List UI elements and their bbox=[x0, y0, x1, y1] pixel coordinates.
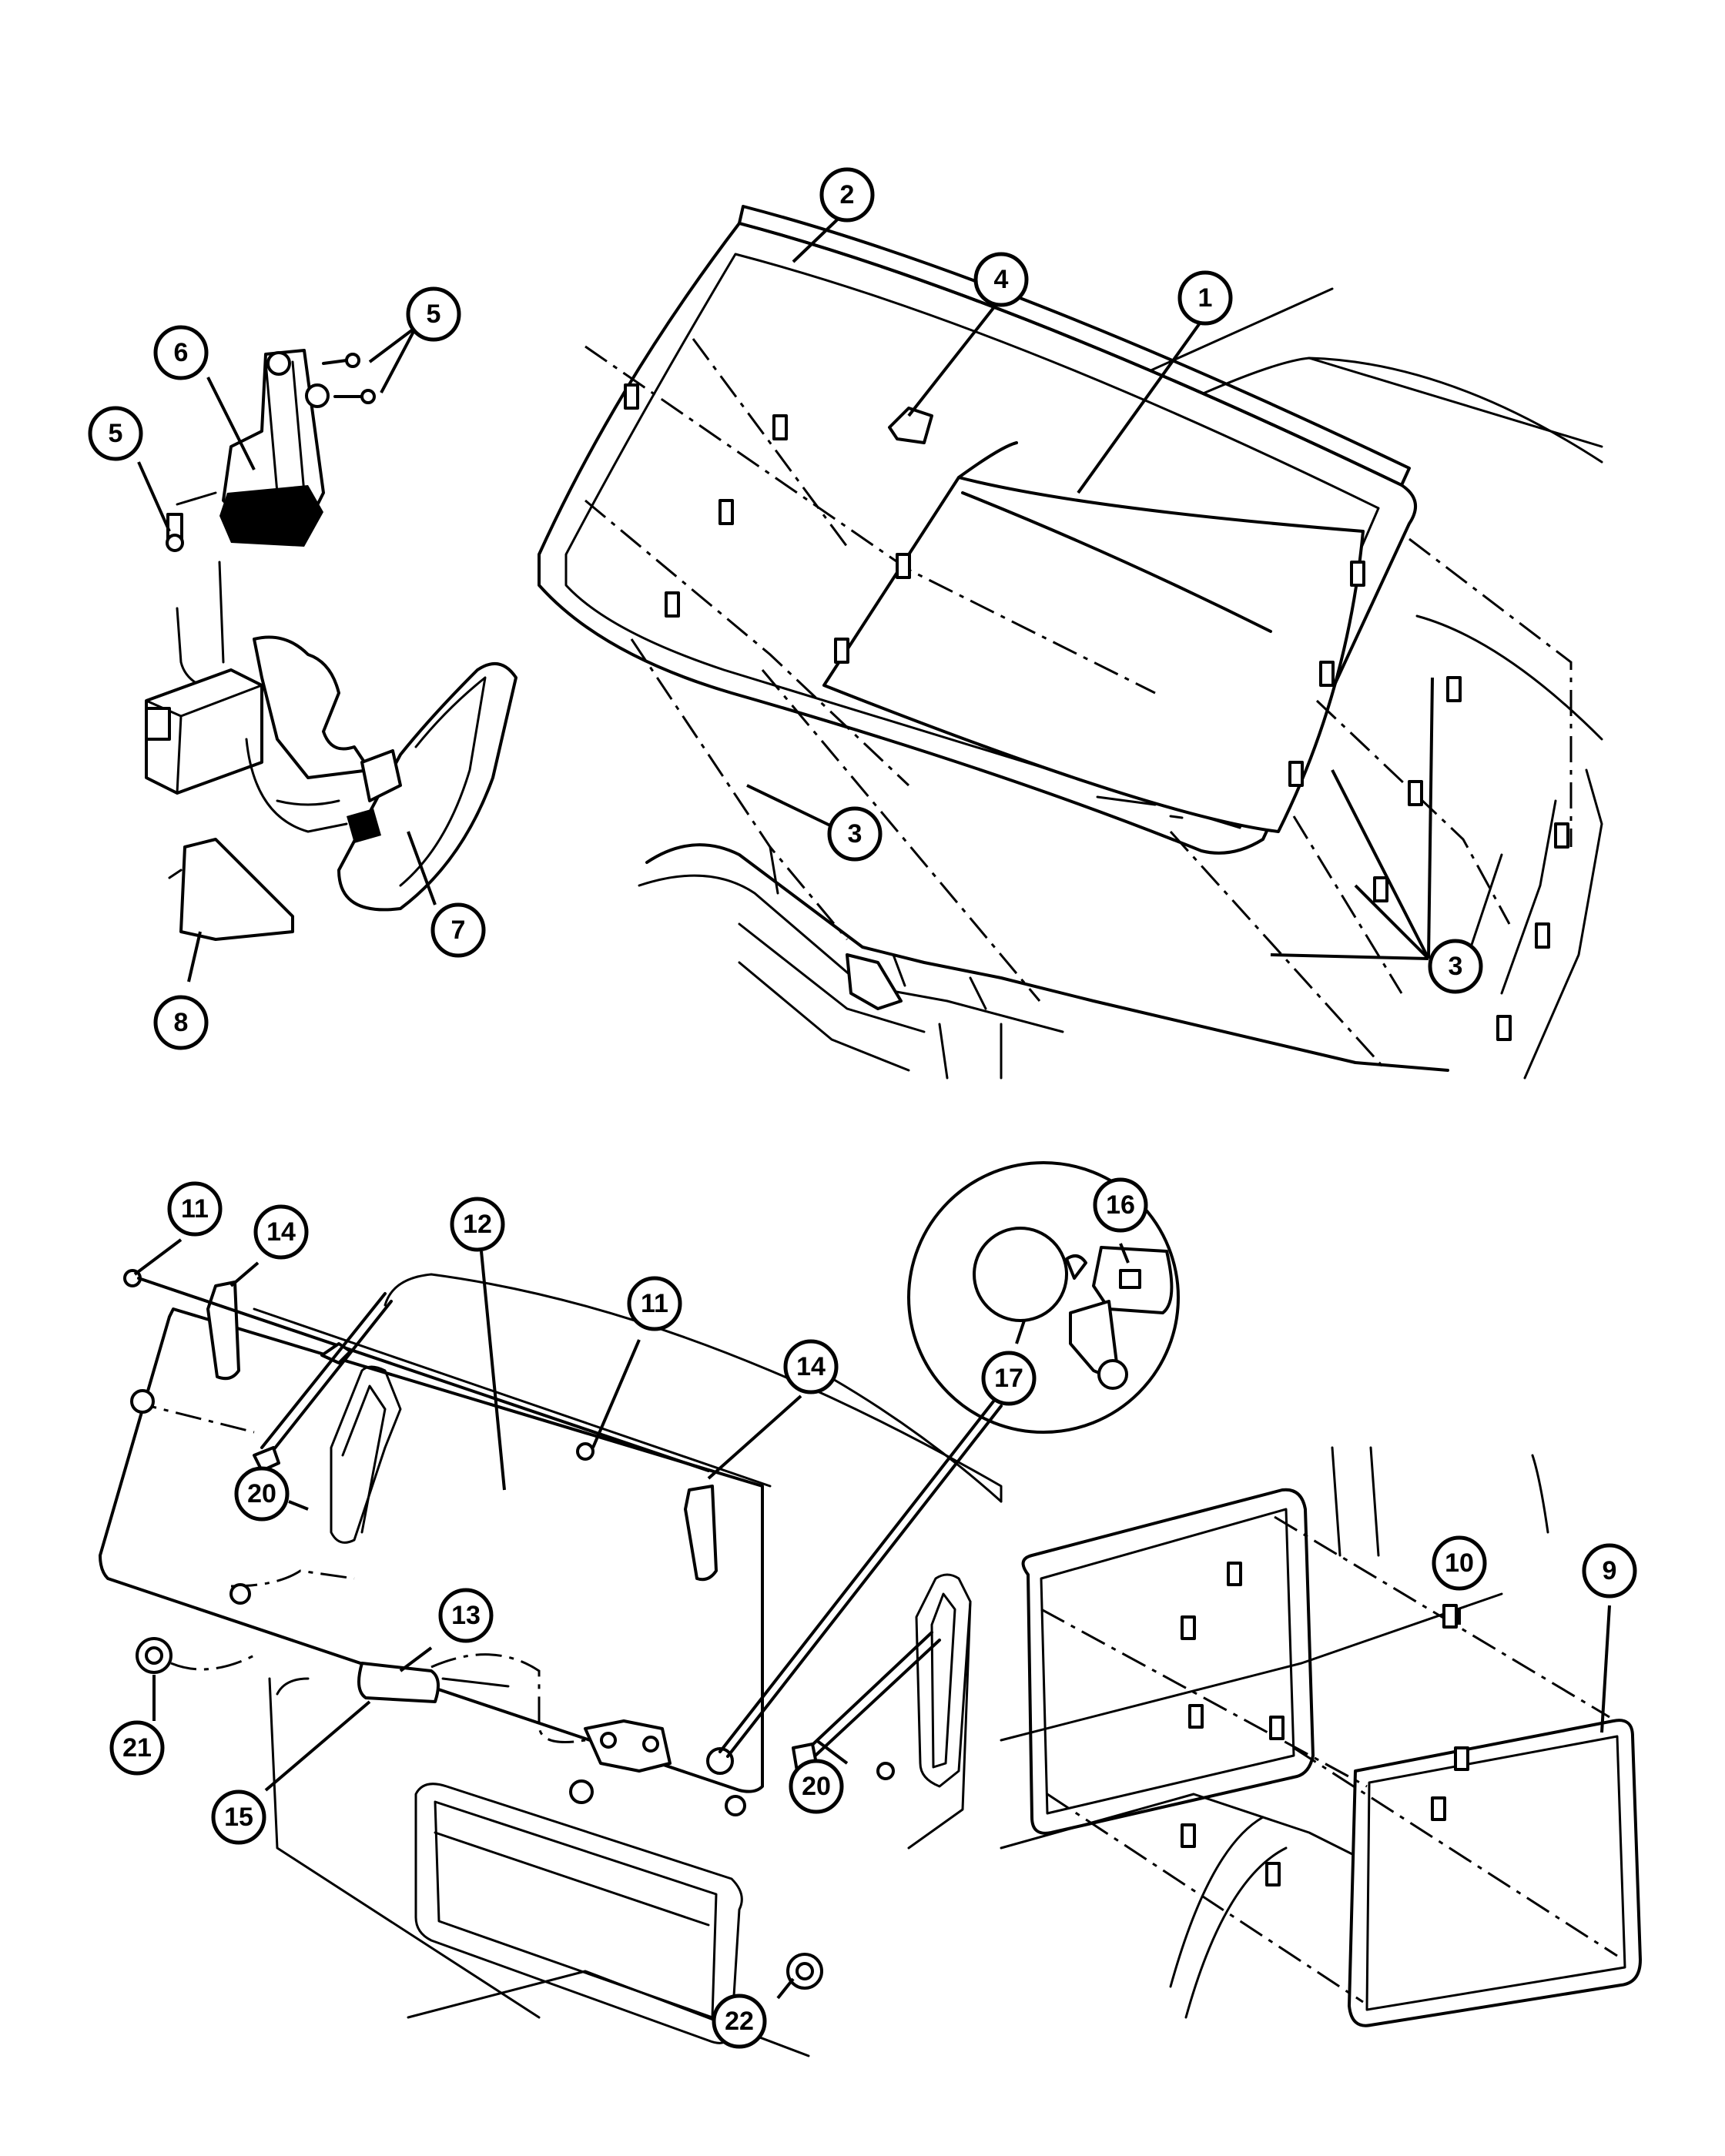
callout-label: 5 bbox=[109, 419, 123, 448]
leader-lines bbox=[133, 209, 1611, 2000]
callout-label: 9 bbox=[1603, 1556, 1617, 1585]
callout-label: 6 bbox=[174, 338, 189, 367]
callout-7: 7 bbox=[430, 902, 486, 958]
callout-label: 4 bbox=[994, 265, 1009, 294]
callout-3-left: 3 bbox=[827, 806, 883, 862]
callout-20-left: 20 bbox=[234, 1466, 290, 1522]
callout-label: 12 bbox=[463, 1210, 492, 1239]
callout-8: 8 bbox=[153, 995, 209, 1050]
callout-label: 16 bbox=[1106, 1190, 1135, 1220]
callout-5-left: 5 bbox=[88, 406, 143, 461]
mirror-mount-bracket bbox=[166, 349, 376, 552]
callout-label: 5 bbox=[427, 300, 441, 329]
callout-label: 21 bbox=[122, 1733, 152, 1763]
callout-label: 20 bbox=[802, 1772, 831, 1801]
callout-6: 6 bbox=[153, 325, 209, 380]
rear-view-mirror-assembly bbox=[145, 561, 518, 941]
callout-14-right: 14 bbox=[783, 1339, 839, 1394]
callout-label: 14 bbox=[266, 1217, 296, 1247]
callout-label: 15 bbox=[224, 1803, 253, 1832]
windshield-assembly bbox=[538, 205, 1603, 1080]
callout-16: 16 bbox=[1093, 1177, 1148, 1233]
callout-11-left: 11 bbox=[167, 1181, 223, 1237]
callout-9: 9 bbox=[1582, 1543, 1637, 1599]
callout-11-center: 11 bbox=[627, 1276, 682, 1331]
callout-4: 4 bbox=[973, 252, 1029, 307]
callout-label: 11 bbox=[641, 1289, 668, 1318]
callout-label: 14 bbox=[796, 1352, 826, 1381]
callout-label: 11 bbox=[181, 1194, 209, 1224]
callout-label: 22 bbox=[725, 2007, 754, 2036]
callout-label: 17 bbox=[994, 1364, 1023, 1393]
callout-21: 21 bbox=[109, 1720, 165, 1776]
callout-label: 10 bbox=[1445, 1548, 1474, 1578]
callout-label: 20 bbox=[247, 1479, 276, 1508]
callout-label: 8 bbox=[174, 1008, 189, 1037]
callout-12: 12 bbox=[450, 1197, 505, 1252]
callout-2: 2 bbox=[819, 167, 875, 223]
callout-label: 7 bbox=[451, 916, 466, 945]
callout-label: 2 bbox=[840, 180, 855, 209]
callout-14-left: 14 bbox=[253, 1204, 309, 1260]
callout-label: 3 bbox=[1449, 952, 1463, 981]
spacer-clips bbox=[624, 383, 1569, 1041]
liftgate-glass-assembly bbox=[99, 1269, 1003, 2057]
callout-15: 15 bbox=[211, 1789, 266, 1845]
callout-label: 13 bbox=[451, 1601, 481, 1630]
callout-13: 13 bbox=[438, 1588, 494, 1643]
callout-20-right: 20 bbox=[789, 1759, 844, 1814]
callout-10: 10 bbox=[1432, 1535, 1487, 1591]
quarter-glass-assembly bbox=[1000, 1446, 1642, 2027]
callout-3-right: 3 bbox=[1428, 939, 1483, 994]
callout-1: 1 bbox=[1177, 270, 1233, 326]
detail-inset bbox=[718, 1161, 1180, 1758]
callout-17: 17 bbox=[981, 1351, 1037, 1406]
callout-label: 3 bbox=[848, 819, 862, 849]
callout-5-top: 5 bbox=[406, 286, 461, 342]
callout-label: 1 bbox=[1198, 283, 1213, 313]
callout-22: 22 bbox=[712, 1994, 767, 2049]
